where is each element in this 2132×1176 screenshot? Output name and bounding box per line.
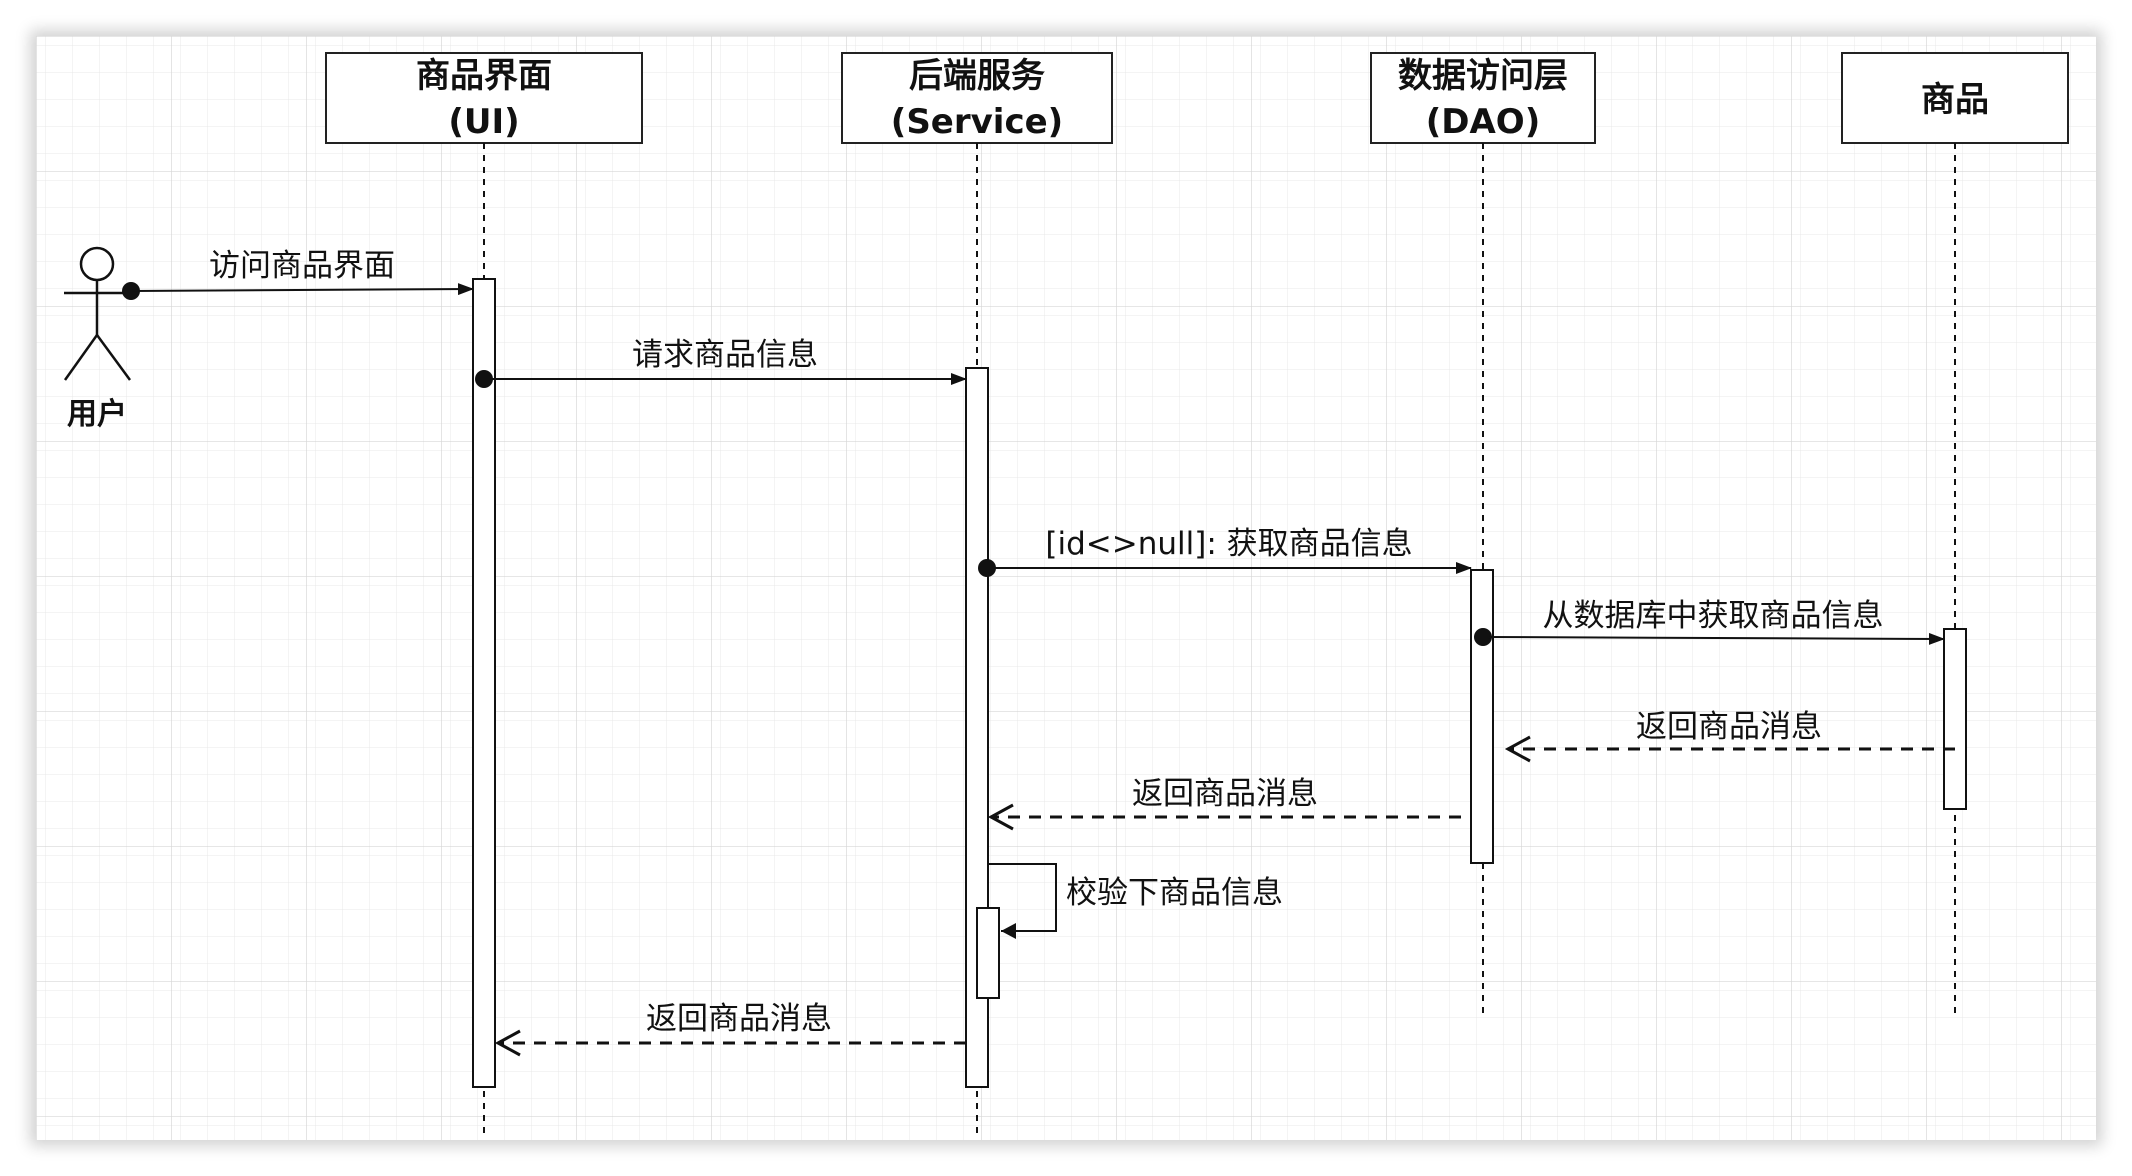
message-label: 请求商品信息	[632, 337, 818, 373]
message-label: 返回商品消息	[1132, 776, 1318, 812]
return-arrowhead	[494, 1029, 521, 1057]
lifeline-box-dao[interactable]	[1370, 52, 1596, 144]
grid-background	[36, 36, 2096, 1140]
activation-ui	[472, 278, 496, 1088]
return-arrowhead	[1504, 735, 1531, 763]
message-label: 返回商品消息	[646, 1001, 832, 1037]
message-label: [id<>null]: 获取商品信息	[1045, 526, 1412, 562]
message-label: 从数据库中获取商品信息	[1543, 598, 1884, 634]
lifeline-title-product: 商品	[1921, 80, 1989, 120]
message-return-service[interactable]: 返回商品消息	[494, 1001, 966, 1057]
activation-product	[1943, 628, 1967, 810]
lifeline-subtitle-ui: (UI)	[448, 102, 519, 142]
lifeline-box-service[interactable]	[841, 52, 1113, 144]
actor-head	[79, 246, 115, 282]
lifeline-box-ui[interactable]	[325, 52, 643, 144]
lifeline-title-ui: 商品界面	[416, 56, 552, 96]
actor-left-leg	[63, 334, 99, 381]
message-line	[130, 283, 474, 296]
self-call-arrowhead	[1001, 923, 1016, 939]
message-get-info[interactable]: [id<>null]: 获取商品信息	[978, 526, 1472, 577]
actor-label: 用户	[67, 397, 127, 432]
lifeline-product[interactable]: 商品	[1841, 52, 2069, 1015]
activation-service-self	[976, 907, 1000, 999]
message-line	[1482, 632, 1945, 645]
lifeline-dao[interactable]: 数据访问层 (DAO)	[1370, 52, 1596, 1015]
actor-right-leg	[95, 334, 132, 381]
message-label: 返回商品消息	[1636, 709, 1822, 745]
message-request-info[interactable]: 请求商品信息	[475, 337, 967, 388]
message-visit-ui[interactable]: 访问商品界面	[122, 248, 474, 300]
lifeline-subtitle-service: (Service)	[891, 102, 1063, 142]
self-call-line	[988, 863, 1057, 932]
message-label: 校验下商品信息	[1066, 875, 1283, 911]
message-label: 访问商品界面	[209, 248, 395, 284]
message-self-validate[interactable]: 校验下商品信息	[988, 863, 1283, 939]
lifeline-title-service: 后端服务	[909, 56, 1045, 96]
lifeline-subtitle-dao: (DAO)	[1426, 102, 1541, 142]
activation-dao	[1470, 569, 1494, 864]
lifeline-title-dao: 数据访问层	[1398, 56, 1568, 96]
message-return-product[interactable]: 返回商品消息	[1504, 709, 1955, 763]
return-arrowhead	[987, 803, 1014, 831]
message-db-fetch[interactable]: 从数据库中获取商品信息	[1474, 598, 1945, 646]
message-return-dao[interactable]: 返回商品消息	[987, 776, 1461, 831]
actor-user[interactable]: 用户	[63, 246, 132, 432]
lifeline-box-product[interactable]	[1841, 52, 2069, 144]
